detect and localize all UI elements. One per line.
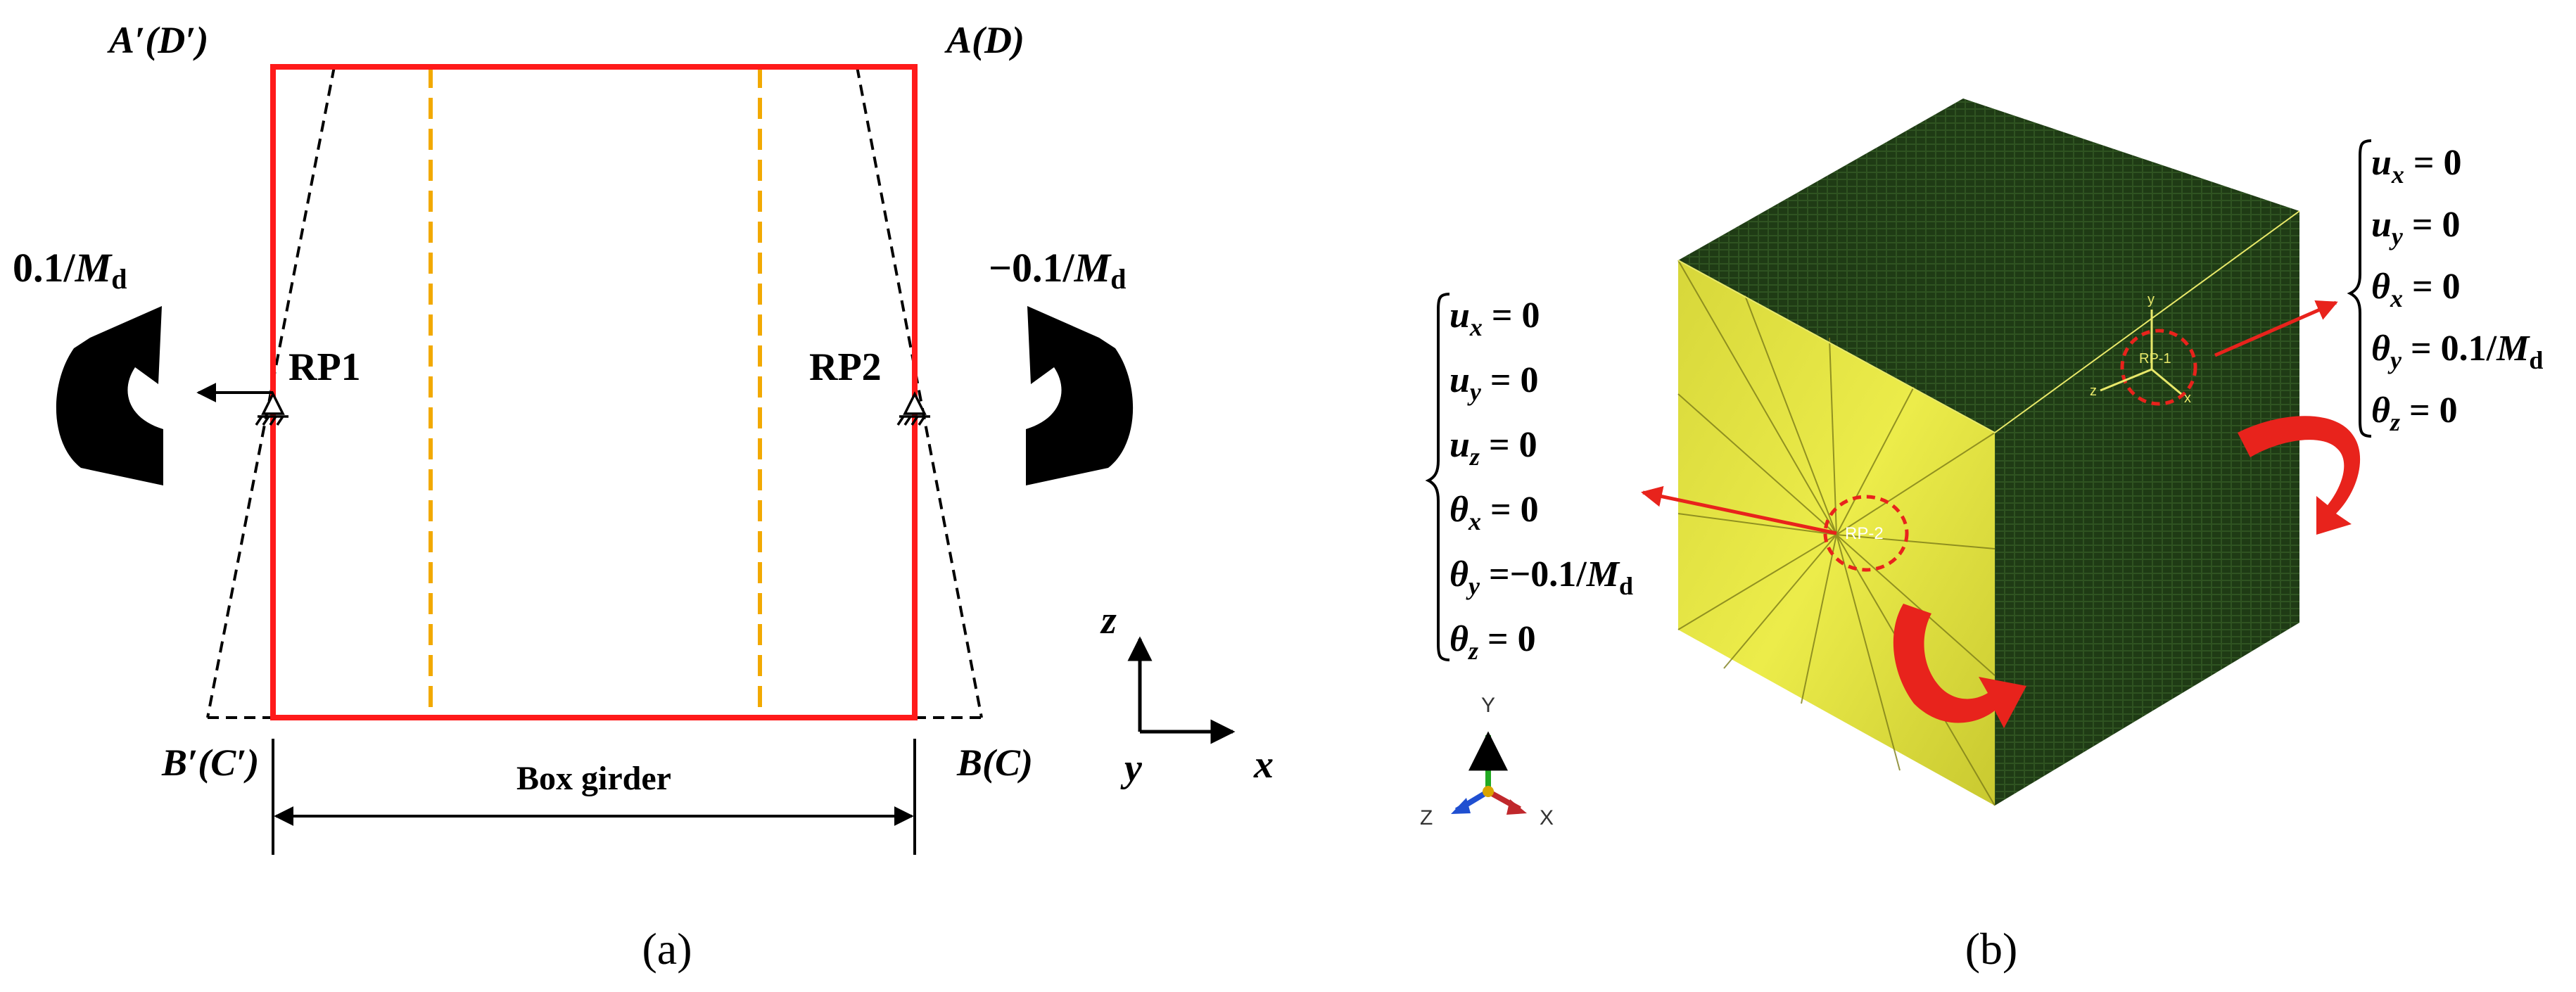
axis-x-label: x: [1253, 743, 1274, 787]
cube-right-face: [1995, 211, 2299, 806]
rp2-support-icon: [896, 391, 930, 426]
rp1-local-y: y: [2147, 292, 2155, 307]
dimension-label: Box girder: [516, 760, 671, 797]
condition-left_conditions-1: uy = 0: [1449, 360, 1539, 406]
box-girder-outline: [270, 64, 918, 720]
moment-left-label: 0.1/Md: [13, 245, 127, 295]
triad-x-label: X: [1540, 806, 1554, 829]
rp1-marker: RP-1 y z x: [2090, 292, 2197, 406]
global-triad: Y Z X: [1420, 694, 1554, 829]
condition-right_conditions-2: θx = 0: [2371, 267, 2461, 312]
axis-z-label: z: [1100, 599, 1117, 642]
right-conditions-list: ux = 0 uy = 0 θx = 0 θy = 0.1/Md θz = 0: [2371, 143, 2543, 436]
corner-label-top-right: A(D): [944, 19, 1024, 61]
condition-left_conditions-4: θy =−0.1/Md: [1449, 554, 1633, 600]
rp1-leader-arrow: [2214, 300, 2338, 357]
condition-left_conditions-2: uz = 0: [1449, 425, 1537, 471]
rp2-label: RP2: [809, 345, 882, 389]
deformed-outline: [206, 66, 983, 719]
condition-right_conditions-3: θy = 0.1/Md: [2371, 329, 2543, 374]
rp1-support-icon: [255, 391, 288, 426]
condition-left_conditions-0: ux = 0: [1449, 295, 1540, 341]
rp1-local-x: x: [2184, 390, 2191, 406]
moment-left-arrow-icon: [56, 306, 163, 485]
condition-right_conditions-0: ux = 0: [2371, 143, 2462, 189]
corner-label-bottom-right: B(C): [956, 742, 1033, 784]
corner-label-bottom-left: B′(C′): [161, 742, 259, 784]
rp1-label: RP1: [288, 345, 361, 389]
panel-a: A′(D′) A(D) B′(C′) B(C) RP1 RP2 0.1/Md −…: [13, 19, 1274, 974]
panel-b: RP-1 y z x RP-2 Y Z X ux: [1420, 98, 2543, 974]
triad-z-label: Z: [1420, 806, 1433, 829]
left-conditions-brace: [1425, 293, 1450, 661]
rotation-arrow-rp1-icon: [2238, 416, 2361, 535]
panel-a-caption: (a): [642, 924, 692, 974]
condition-left_conditions-3: θx = 0: [1449, 490, 1539, 535]
coordinate-axes: [1127, 636, 1236, 744]
condition-left_conditions-5: θz = 0: [1449, 619, 1536, 665]
rp2-tag: RP-2: [1845, 524, 1884, 543]
condition-right_conditions-4: θz = 0: [2371, 390, 2458, 436]
right-conditions-brace: [2347, 139, 2372, 438]
inner-web-lines: [429, 67, 762, 718]
cube-top-face: [1678, 98, 2299, 433]
left-conditions-list: ux = 0 uy = 0 uz = 0 θx = 0 θy =−0.1/Md θz = …: [1449, 295, 1633, 665]
axis-y-label: y: [1120, 746, 1143, 790]
dimension-line: [272, 739, 916, 855]
condition-right_conditions-1: uy = 0: [2371, 205, 2461, 250]
moment-right-label: −0.1/Md: [989, 245, 1127, 295]
moment-right-arrow-icon: [1026, 306, 1134, 485]
rotation-arrow-rp2-icon: [1893, 604, 2026, 728]
rp2-leader-arrow: [1641, 485, 1837, 535]
rp1-local-z: z: [2090, 383, 2097, 399]
triad-y-label: Y: [1481, 694, 1495, 717]
panel-b-caption: (b): [1965, 924, 2018, 974]
rp2-marker: RP-2: [1823, 495, 1909, 572]
corner-label-top-left: A′(D′): [107, 19, 208, 61]
rp1-tag: RP-1: [2139, 351, 2171, 367]
